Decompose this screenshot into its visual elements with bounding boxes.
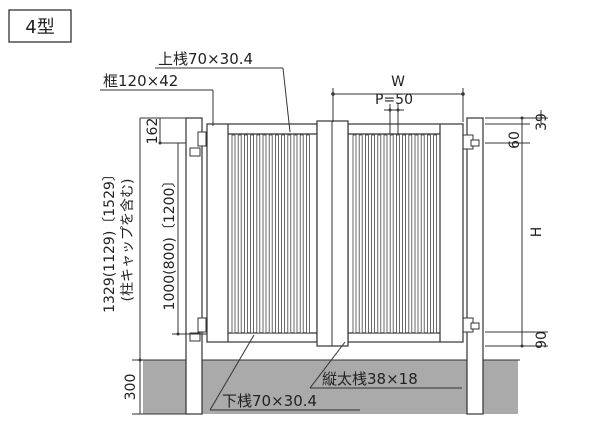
slat: [243, 134, 248, 334]
pitch-dim: P=50: [375, 92, 413, 108]
slat: [299, 134, 304, 334]
vertical-bar-label: 縦太桟38×18: [322, 370, 418, 388]
slat: [383, 134, 388, 334]
slat: [364, 134, 369, 334]
slat: [231, 134, 236, 334]
slat: [237, 134, 242, 334]
slat: [268, 134, 273, 334]
frame-label: 框120×42: [103, 72, 178, 90]
top-offset-39: 39: [534, 113, 550, 131]
top-gap-162: 162: [145, 118, 161, 145]
right-latches: [462, 134, 480, 333]
slat: [250, 134, 255, 334]
type-label: 4型: [25, 17, 54, 38]
inner-height-dim: 1000(800)〔1200〕: [162, 174, 178, 311]
dimension-ticks: [138, 92, 524, 362]
slat: [377, 134, 382, 334]
ground-depth-dim: 300: [123, 374, 139, 401]
left-hinges: [189, 131, 207, 342]
slat: [293, 134, 298, 334]
bottom-offset-90: 90: [534, 331, 550, 349]
slat: [402, 134, 407, 334]
slat: [420, 134, 425, 334]
top-offset-60: 60: [507, 131, 523, 149]
slat: [426, 134, 431, 334]
ground-area: [143, 360, 518, 414]
right-slats: [352, 134, 438, 334]
width-dim: W: [391, 74, 405, 90]
slat: [305, 134, 310, 334]
right-post: [466, 117, 484, 415]
slat: [414, 134, 419, 334]
left-post: [185, 117, 203, 415]
slat: [358, 134, 363, 334]
bottom-rail-label: 下桟70×30.4: [222, 392, 317, 410]
slat: [433, 134, 438, 334]
height-dim: H: [529, 227, 545, 238]
post-height-dim: 1329(1129)〔1529〕: [102, 167, 118, 313]
slat: [395, 134, 400, 334]
slat: [352, 134, 357, 334]
slat: [389, 134, 394, 334]
type-label-box: [8, 9, 72, 43]
slat: [256, 134, 261, 334]
top-rail-label: 上桟70×30.4: [158, 50, 253, 68]
slat: [262, 134, 267, 334]
slat: [274, 134, 279, 334]
post-note: (柱キャップを含む): [120, 179, 136, 302]
slat: [281, 134, 286, 334]
left-leaf-frame: [206, 123, 318, 343]
slat: [371, 134, 376, 334]
slat: [287, 134, 292, 334]
left-slats: [231, 134, 310, 334]
slat: [408, 134, 413, 334]
dimension-lines: [100, 67, 548, 415]
